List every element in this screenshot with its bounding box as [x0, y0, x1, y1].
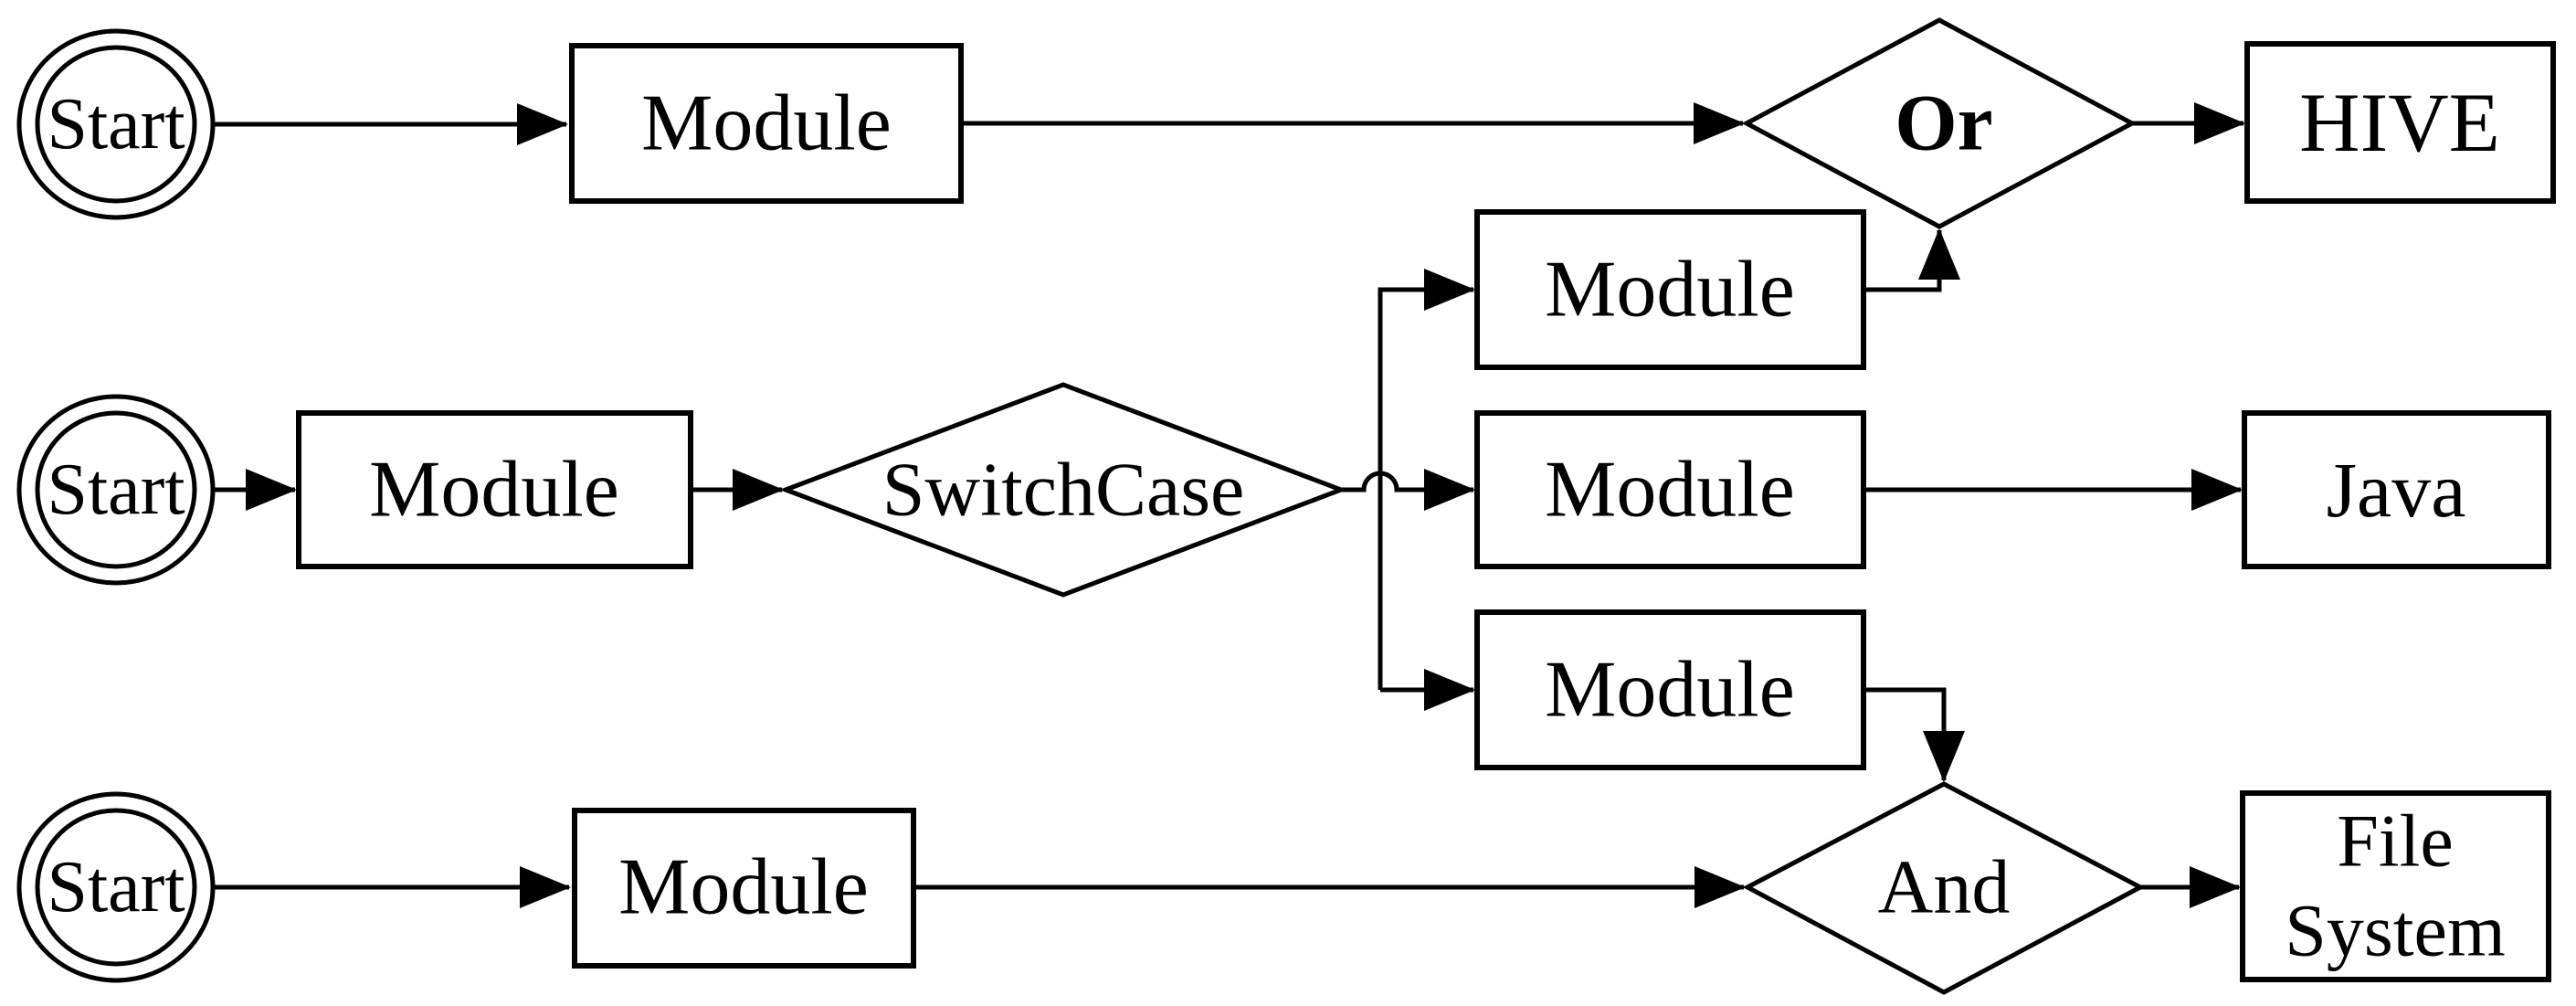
branch-module-top-node: Module	[1474, 209, 1866, 370]
branch-module-bottom-node: Module	[1474, 609, 1866, 770]
switchcase-decision-node: SwitchCase	[778, 382, 1348, 598]
module1-box	[569, 43, 964, 204]
edge-switchcase-branchmiddle-hop	[1341, 469, 1475, 511]
or-decision-node: Or	[1741, 17, 2138, 229]
module3-label: Module	[618, 843, 869, 932]
edge-branchbottom-and	[1863, 687, 1965, 782]
start1-label: Start	[47, 84, 185, 164]
or-label: Or	[1895, 79, 1993, 168]
and-label: And	[1878, 845, 2011, 930]
or-diamond	[1741, 17, 2138, 229]
module2-label: Module	[369, 446, 619, 535]
file-system-label-line1: File	[2337, 800, 2454, 883]
java-node: Java	[2242, 410, 2551, 569]
module1-node: Module	[569, 43, 964, 204]
hive-label: HIVE	[2299, 76, 2500, 169]
module2-box	[296, 410, 693, 569]
module2-node: Module	[296, 410, 693, 569]
branch-module-middle-label: Module	[1545, 446, 1795, 535]
file-system-box	[2240, 790, 2551, 982]
branch-module-middle-box	[1474, 410, 1866, 569]
start2-label: Start	[47, 450, 185, 530]
start-node-1: Start	[16, 28, 216, 220]
hive-node: HIVE	[2244, 41, 2556, 204]
branch-module-top-box	[1474, 209, 1866, 370]
file-system-node: File System	[2240, 790, 2551, 982]
module3-node: Module	[572, 808, 916, 969]
switchcase-diamond	[778, 382, 1348, 598]
java-label: Java	[2327, 446, 2466, 534]
module1-label: Module	[641, 79, 892, 168]
and-diamond	[1742, 781, 2146, 995]
start-node-3: Start	[16, 791, 216, 983]
branch-module-middle-node: Module	[1474, 410, 1866, 569]
switchcase-label: SwitchCase	[882, 448, 1245, 533]
start2-inner-circle	[35, 410, 197, 569]
start3-inner-circle	[35, 808, 197, 967]
edge-trunk-branchtop	[1378, 269, 1475, 690]
start-node-2: Start	[16, 394, 216, 586]
java-box	[2242, 410, 2551, 569]
hive-box	[2244, 41, 2556, 204]
start3-label: Start	[47, 847, 185, 927]
branch-module-top-label: Module	[1545, 246, 1795, 334]
edge-branchtop-or	[1863, 228, 1960, 292]
module3-box	[572, 808, 916, 969]
branch-module-bottom-label: Module	[1545, 646, 1795, 735]
edge-layer	[213, 102, 2245, 908]
file-system-label-line2: System	[2285, 889, 2505, 972]
branch-module-bottom-box	[1474, 609, 1866, 770]
start1-inner-circle	[35, 45, 197, 204]
and-decision-node: And	[1742, 781, 2146, 995]
